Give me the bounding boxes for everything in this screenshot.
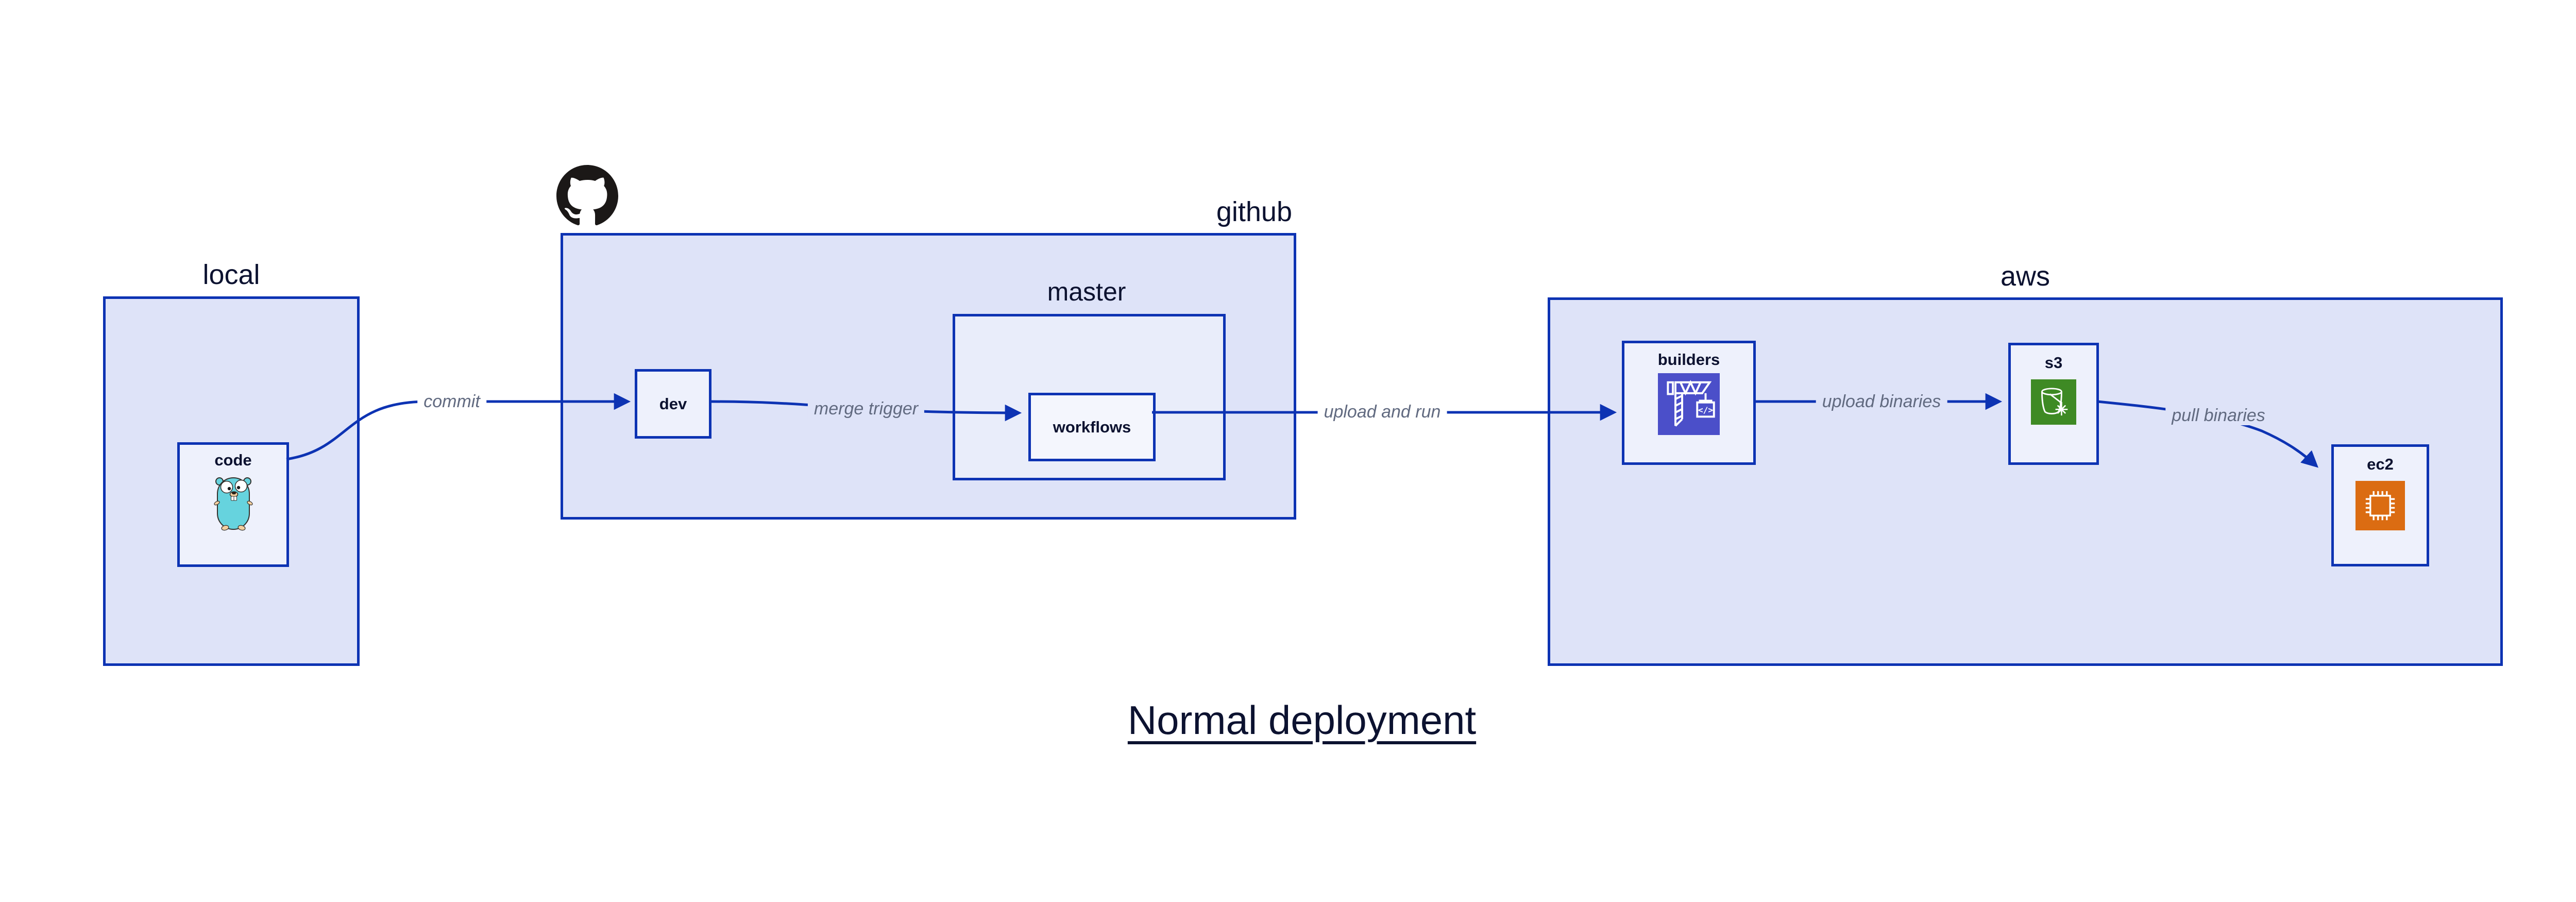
local-zone: code (103, 296, 360, 666)
ec2-node-label: ec2 (2367, 455, 2394, 473)
master-group-label: master (1047, 277, 1126, 306)
master-group: workflows (953, 314, 1226, 480)
workflows-node-label: workflows (1053, 417, 1131, 436)
s3-node: s3 (2008, 343, 2099, 465)
go-gopher-icon (213, 477, 253, 531)
builders-node-label: builders (1657, 350, 1720, 369)
github-zone-label: github (1216, 196, 1292, 227)
edge-label-upload-binaries: upload binaries (1816, 392, 1947, 411)
aws-zone: builders </> s3 (1548, 297, 2503, 666)
github-zone: dev workflows (561, 233, 1296, 520)
edge-label-commit: commit (417, 392, 486, 411)
aws-zone-label: aws (2000, 261, 2050, 292)
workflows-node: workflows (1028, 393, 1156, 461)
builders-node: builders </> (1622, 341, 1756, 465)
code-node: code (177, 442, 289, 567)
aws-s3-glacier-bucket-icon (2031, 379, 2076, 425)
aws-codebuild-icon: </> (1658, 373, 1720, 435)
dev-node-label: dev (659, 394, 687, 413)
ec2-node: ec2 (2331, 444, 2429, 566)
github-octocat-icon (556, 165, 618, 227)
dev-node: dev (635, 369, 711, 439)
edge-label-pull-binaries: pull binaries (2165, 406, 2272, 425)
local-zone-label: local (202, 259, 260, 290)
svg-text:</>: </> (1698, 405, 1714, 415)
edge-label-merge-trigger: merge trigger (807, 399, 925, 419)
aws-ec2-chip-icon (2355, 481, 2405, 530)
code-node-label: code (214, 451, 252, 469)
diagram-title: Normal deployment (1127, 697, 1477, 743)
s3-node-label: s3 (2044, 354, 2063, 372)
edge-label-upload-and-run: upload and run (1317, 402, 1447, 422)
